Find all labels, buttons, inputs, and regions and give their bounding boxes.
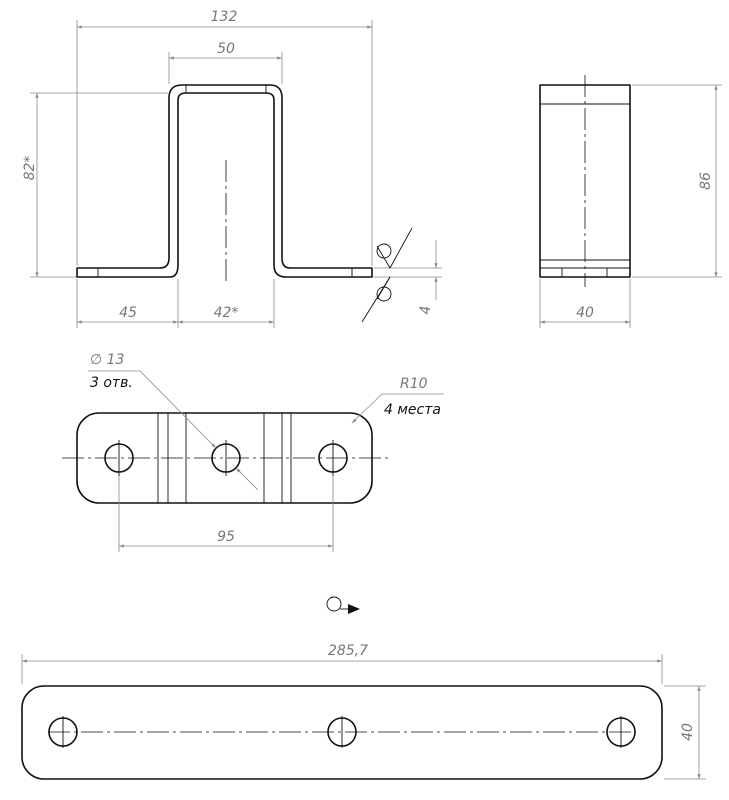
- dim-left-flange: 45: [119, 305, 137, 321]
- side-view: 86 40: [539, 75, 722, 328]
- dim-hole-pitch: 95: [217, 529, 235, 545]
- note-radius-count: 4 места: [384, 402, 441, 418]
- flat-pattern-symbol: [326, 596, 360, 614]
- dim-height-right: 86: [698, 172, 714, 190]
- note-radius: R10: [400, 376, 428, 392]
- leader-line: [235, 467, 259, 491]
- top-view: ∅ 13 3 отв. R10 4 места 95: [62, 352, 444, 552]
- note-hole-count: 3 отв.: [90, 375, 133, 391]
- dim-side-width: 40: [576, 305, 594, 321]
- leader-line: [139, 370, 217, 449]
- dim-inner-width: 42*: [214, 305, 239, 321]
- leader-line: [351, 393, 383, 424]
- front-view: 132 50 82* 45 42* 4: [22, 9, 442, 328]
- flat-pattern-outline: [21, 685, 663, 780]
- dim-flat-width: 40: [680, 723, 696, 741]
- dim-height-left: 82*: [22, 156, 38, 181]
- bend-symbol: [361, 227, 413, 323]
- flat-pattern-view: 285,7 40: [21, 643, 706, 780]
- front-view-outline: [76, 84, 373, 278]
- dim-overall-width: 132: [211, 9, 238, 25]
- note-hole-diameter: ∅ 13: [90, 352, 124, 368]
- dim-top-width: 50: [217, 41, 235, 57]
- dim-flat-length: 285,7: [328, 643, 368, 659]
- dim-thickness: 4: [418, 306, 434, 315]
